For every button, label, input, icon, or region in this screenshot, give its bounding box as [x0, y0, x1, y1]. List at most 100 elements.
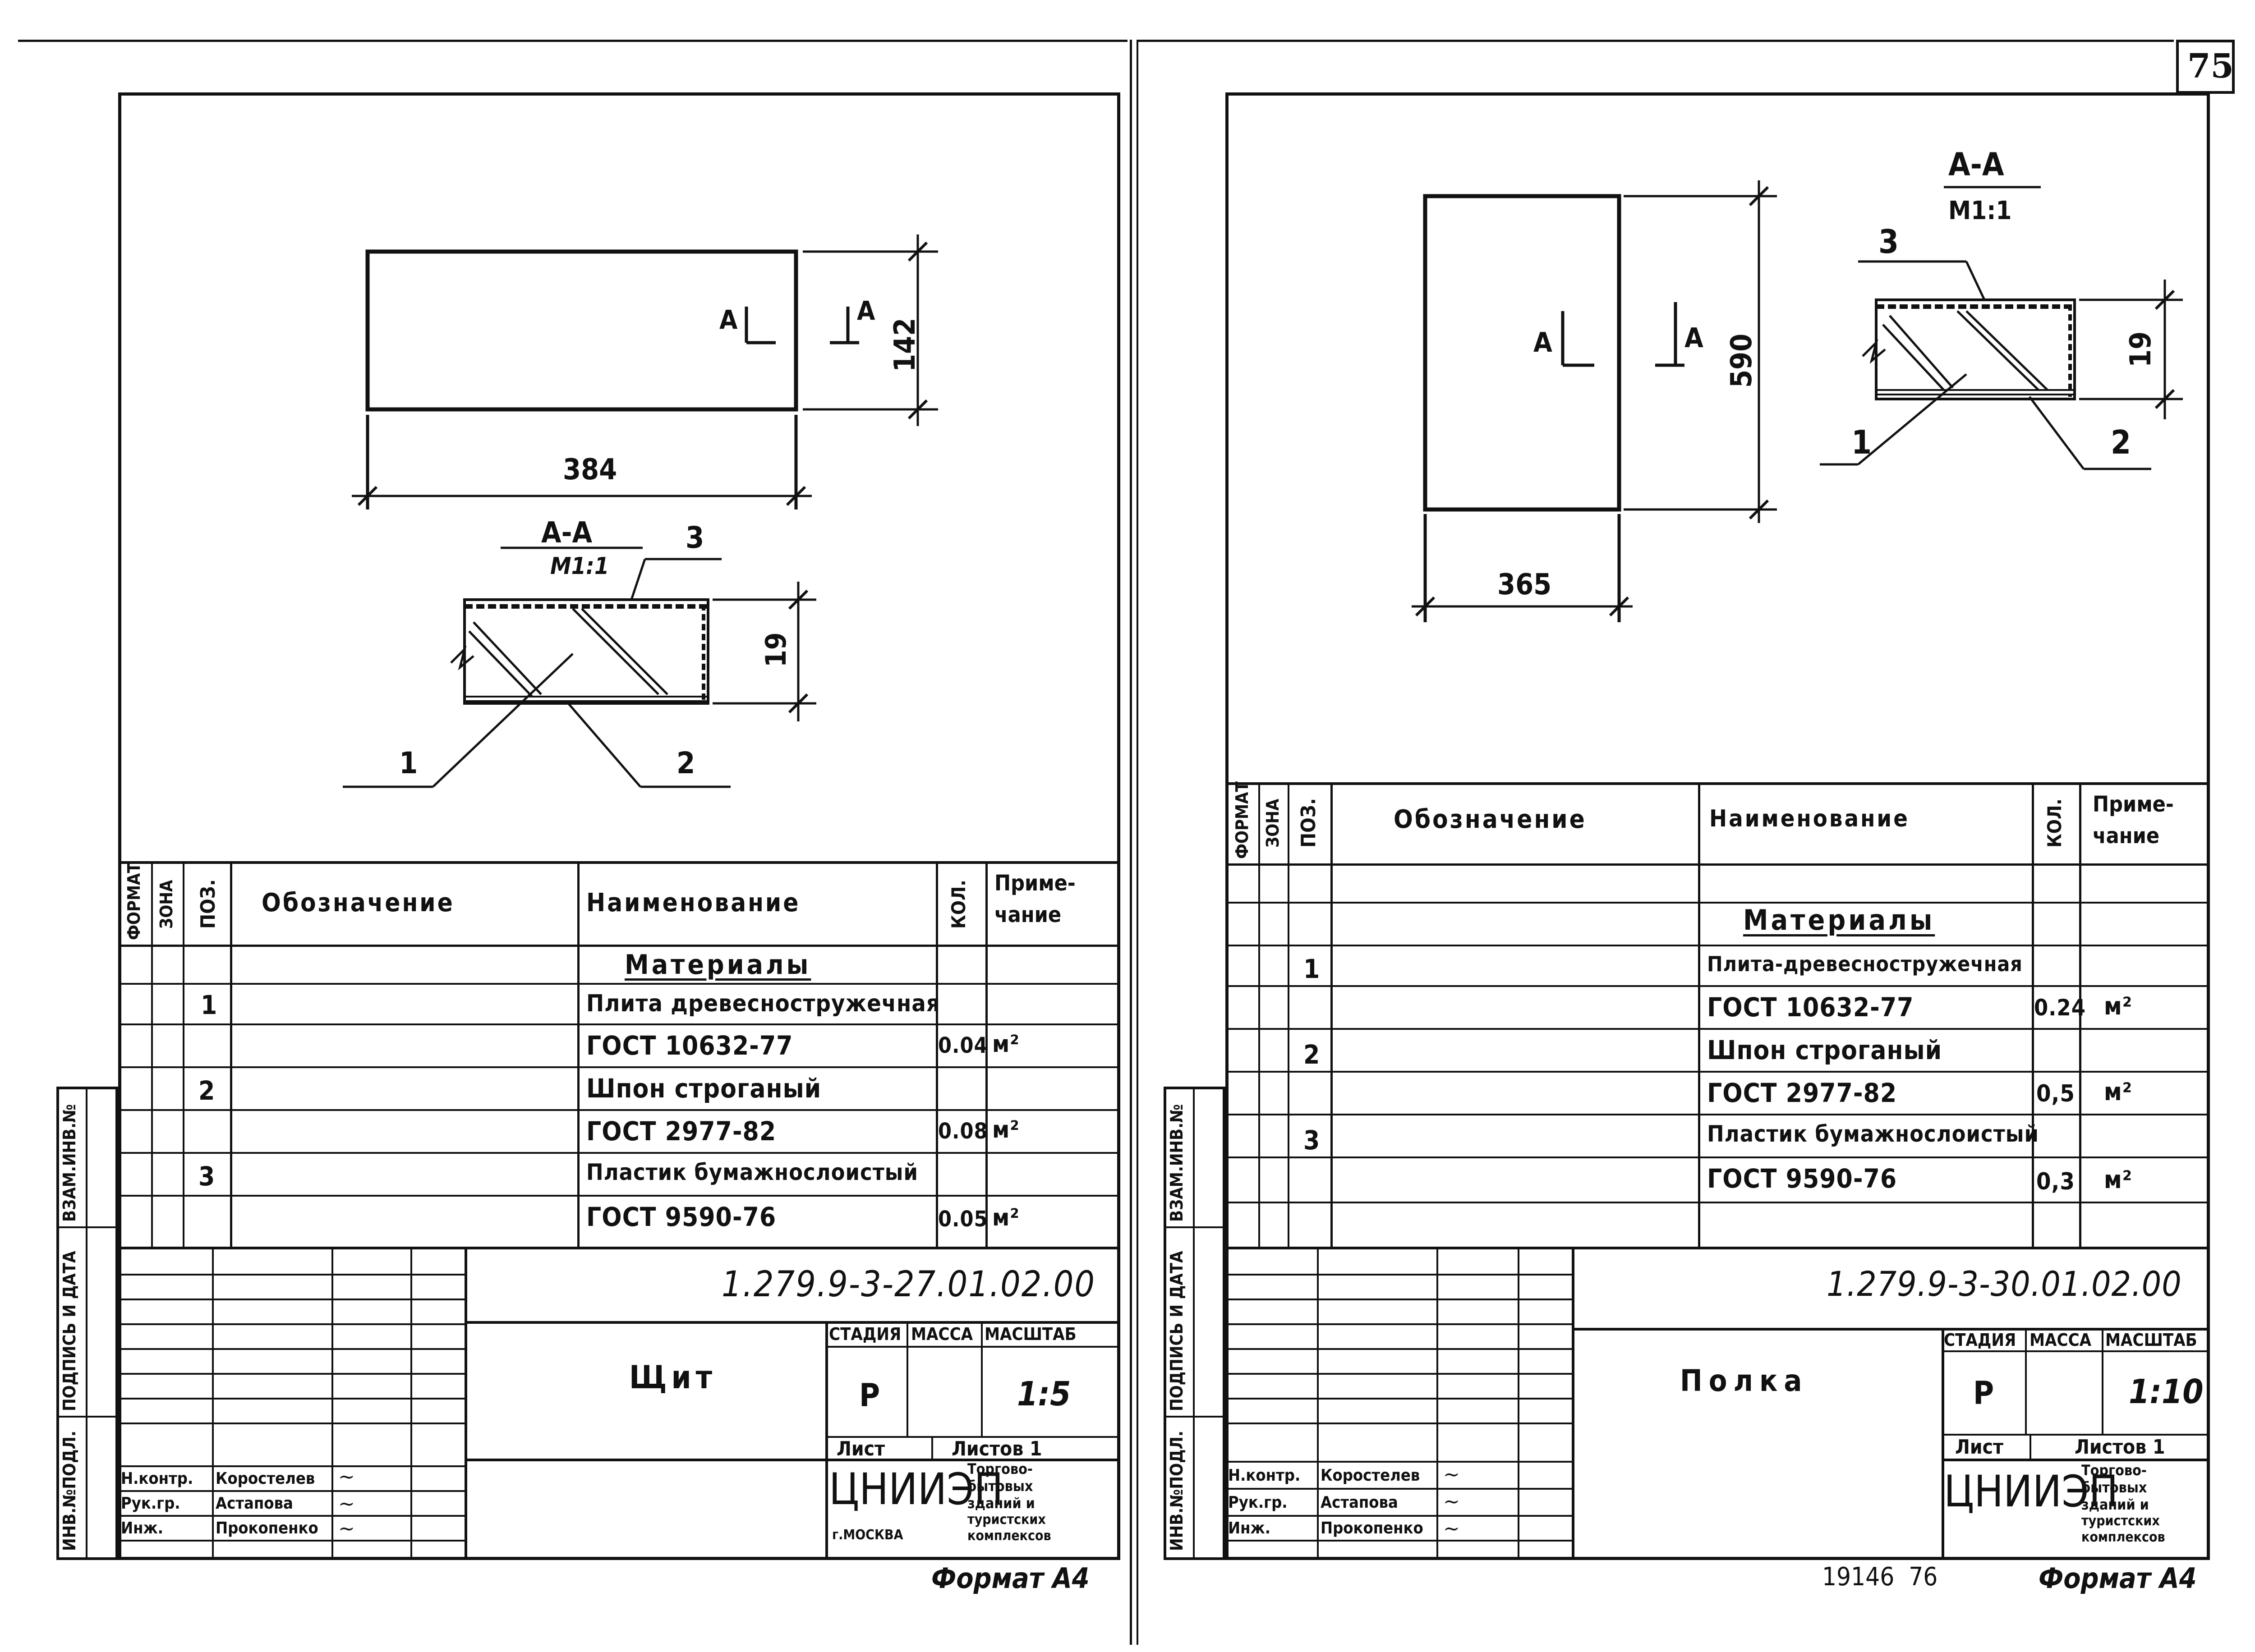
- right-side-divider: [1193, 1087, 1195, 1560]
- right-tb-line: [1225, 1274, 1573, 1276]
- left-tb-line: [118, 1373, 465, 1375]
- right-row6-name: ГОСТ 9590-76: [1707, 1163, 1897, 1194]
- left-role-0: Н.контр.: [121, 1469, 193, 1488]
- left-tb-line: [118, 1490, 465, 1492]
- left-hdr-note1: Приме-: [994, 871, 1076, 896]
- left-org-desc-3: туристских: [967, 1512, 1046, 1528]
- left-row2-note: м²: [992, 1031, 1020, 1058]
- right-scale-header: МАСШТАБ: [2105, 1330, 2197, 1350]
- left-tb-line: [465, 1459, 1120, 1461]
- left-spec-top: [118, 861, 1120, 864]
- right-org: ЦНИИЭП: [1944, 1466, 2118, 1517]
- left-tb-col: [410, 1247, 412, 1560]
- right-org-desc-4: комплексов: [2081, 1529, 2165, 1545]
- right-spec-row-line: [1225, 945, 2210, 946]
- left-signature-2: ~: [338, 1492, 355, 1515]
- right-callout-3: 3: [1878, 223, 1899, 261]
- right-tb-col: [2030, 1434, 2031, 1459]
- left-callout-3: 3: [686, 520, 704, 555]
- right-spec-row-line: [1225, 1071, 2210, 1073]
- center-divider-2: [1137, 40, 1138, 1645]
- left-spec-row-line: [118, 983, 1120, 985]
- right-tb-line: [1942, 1350, 2210, 1352]
- left-tb-col: [331, 1247, 333, 1560]
- right-hdr-zone: ЗОНА: [1263, 798, 1283, 848]
- right-side-line: [1164, 1416, 1225, 1418]
- left-format: Формат А4: [931, 1562, 1090, 1595]
- right-row4-note: м²: [2104, 1078, 2132, 1106]
- right-hdr-qty: КОЛ.: [2043, 798, 2066, 848]
- left-tb-col: [981, 1321, 983, 1436]
- right-sheet-label: Лист: [1955, 1436, 2004, 1459]
- left-item-name: Щит: [629, 1359, 717, 1396]
- left-section-scale: M1:1: [550, 553, 609, 580]
- right-tb-line: [1225, 1398, 1573, 1400]
- right-row3-name: Шпон строганый: [1707, 1035, 1942, 1065]
- left-row4-note: м²: [992, 1116, 1020, 1143]
- left-cut-mark-a-right: A: [857, 295, 875, 326]
- left-spec-row-line: [118, 1023, 1120, 1025]
- left-tb-line: [825, 1436, 1120, 1438]
- right-org-desc-2: зданий и: [2081, 1496, 2149, 1513]
- left-spec-row-line: [118, 1195, 1120, 1197]
- right-row2-note: м²: [2104, 992, 2132, 1020]
- left-row6-note: м²: [992, 1204, 1020, 1231]
- left-tb-col: [931, 1436, 933, 1459]
- right-spec-row-line: [1225, 985, 2210, 987]
- left-sheet-label: Лист: [837, 1437, 885, 1460]
- left-spec-header-bottom: [118, 945, 1120, 947]
- left-tb-line: [118, 1515, 465, 1517]
- right-tb-col: [1572, 1247, 1574, 1560]
- left-tb-col: [465, 1247, 467, 1560]
- left-side-divider: [86, 1087, 87, 1560]
- right-role-1: Рук.гр.: [1228, 1493, 1288, 1512]
- left-hdr-note2: чание: [994, 902, 1062, 927]
- left-title-top: [118, 1247, 1120, 1249]
- right-spec-row-line: [1225, 1156, 2210, 1158]
- left-spec-row-line: [118, 1152, 1120, 1154]
- left-stage: Р: [859, 1377, 880, 1414]
- right-tb-line: [1942, 1434, 2210, 1436]
- right-tb-line: [1225, 1461, 1573, 1463]
- right-spec-col: [1698, 782, 1700, 1247]
- right-spec-row-line: [1225, 1202, 2210, 1203]
- right-side-label-2: ВЗАМ.ИНВ.№: [1167, 1104, 1187, 1222]
- right-role-name-1: Астапова: [1321, 1493, 1398, 1512]
- right-hdr-note2: чание: [2093, 823, 2160, 849]
- right-row6-qty: 0,3: [2036, 1168, 2075, 1195]
- right-hdr-pos: ПОЗ.: [1297, 798, 1320, 848]
- right-spec-col: [1258, 782, 1260, 1247]
- right-spec-col: [2032, 782, 2034, 1247]
- right-side-line: [1164, 1226, 1225, 1228]
- left-row2-qty: 0.04: [938, 1033, 988, 1058]
- left-tb-line: [118, 1299, 465, 1300]
- left-org-desc-2: зданий и: [967, 1495, 1035, 1512]
- right-row5-name: Пластик бумажнослоистый: [1707, 1121, 2039, 1147]
- left-org-desc-1: бытовых: [967, 1478, 1033, 1495]
- right-spec-header-bottom: [1225, 863, 2210, 866]
- left-tb-line: [118, 1398, 465, 1400]
- left-city: г.МОСКВА: [832, 1527, 903, 1543]
- left-mass-header: МАССА: [911, 1324, 973, 1344]
- right-spec-row-line: [1225, 902, 2210, 904]
- right-tb-col: [1518, 1247, 1519, 1560]
- right-format: Формат А4: [2039, 1562, 2197, 1595]
- left-callout-2: 2: [676, 746, 695, 780]
- left-tb-col: [212, 1247, 214, 1560]
- right-tb-col: [2102, 1328, 2103, 1434]
- right-tb-line: [1225, 1540, 1573, 1542]
- left-signature-1: ~: [338, 1465, 355, 1488]
- left-spec-col: [936, 861, 938, 1247]
- right-hdr-format: ФОРМАТ: [1232, 781, 1252, 859]
- right-sheet-frame: [1225, 92, 2210, 1560]
- left-tb-col: [907, 1321, 908, 1436]
- left-hdr-name: Наименование: [586, 888, 801, 918]
- left-org-desc-0: Торгово-: [967, 1460, 1033, 1478]
- right-callout-2: 2: [2111, 423, 2131, 461]
- left-stage-header: СТАДИЯ: [829, 1324, 902, 1344]
- right-tb-line: [1225, 1348, 1573, 1350]
- left-role-name-1: Астапова: [216, 1494, 293, 1513]
- right-tb-line: [1225, 1488, 1573, 1490]
